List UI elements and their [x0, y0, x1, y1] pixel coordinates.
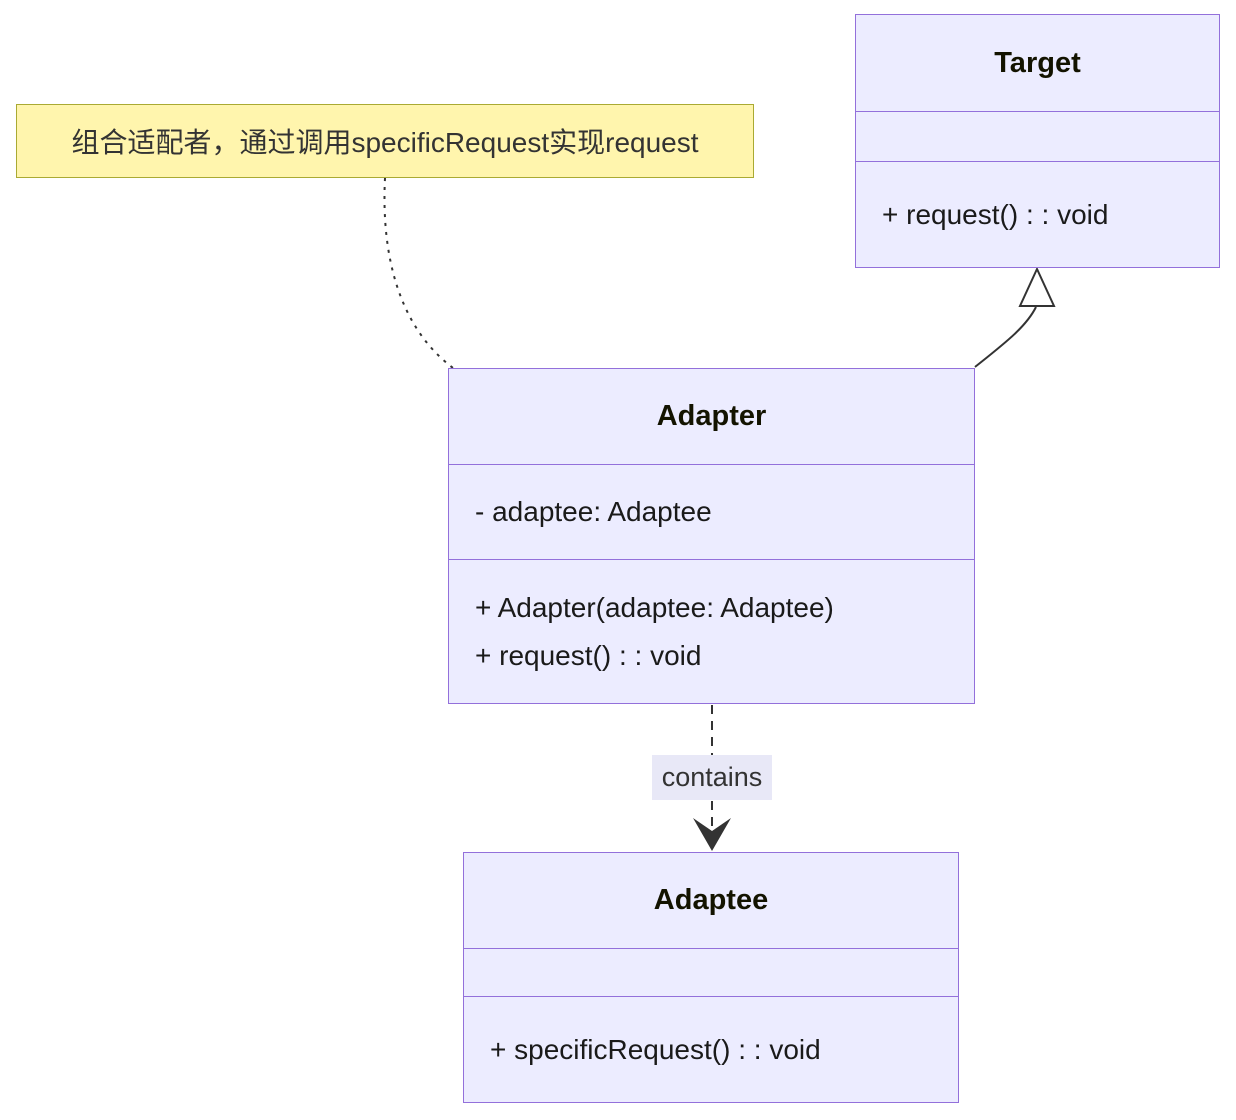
class-methods-target: + request() : : void [856, 161, 1219, 267]
note-text: 组合适配者，通过调用specificRequest实现request [71, 127, 699, 158]
class-attributes-target [856, 111, 1219, 161]
note-link-edge [383, 177, 454, 369]
method-item: + Adapter(adaptee: Adaptee) [475, 591, 834, 623]
class-node-adapter: Adapter - adaptee: Adaptee + Adapter(ada… [448, 368, 975, 704]
method-item: + request() : : void [882, 198, 1109, 230]
realization-edge [974, 306, 1037, 368]
class-node-target: Target + request() : : void [855, 14, 1220, 268]
note-box: 组合适配者，通过调用specificRequest实现request [16, 104, 754, 178]
class-title-adapter: Adapter [656, 400, 767, 432]
attribute-item: - adaptee: Adaptee [475, 496, 712, 527]
dependency-edge-label: contains [652, 755, 772, 800]
class-methods-adaptee: + specificRequest() : : void [464, 996, 958, 1102]
class-node-adaptee: Adaptee + specificRequest() : : void [463, 852, 959, 1103]
class-title-adaptee: Adaptee [653, 884, 769, 916]
class-attributes-adaptee [464, 948, 958, 996]
method-item: + request() : : void [475, 639, 702, 671]
dependency-arrowhead-icon [693, 818, 731, 851]
realization-triangle-icon [1018, 266, 1056, 307]
class-methods-adapter: + Adapter(adaptee: Adaptee) + request() … [449, 559, 974, 703]
method-item: + specificRequest() : : void [490, 1033, 821, 1065]
edge-label-text: contains [661, 762, 763, 792]
class-title-target: Target [994, 46, 1081, 79]
class-attributes-adapter: - adaptee: Adaptee [449, 464, 974, 559]
